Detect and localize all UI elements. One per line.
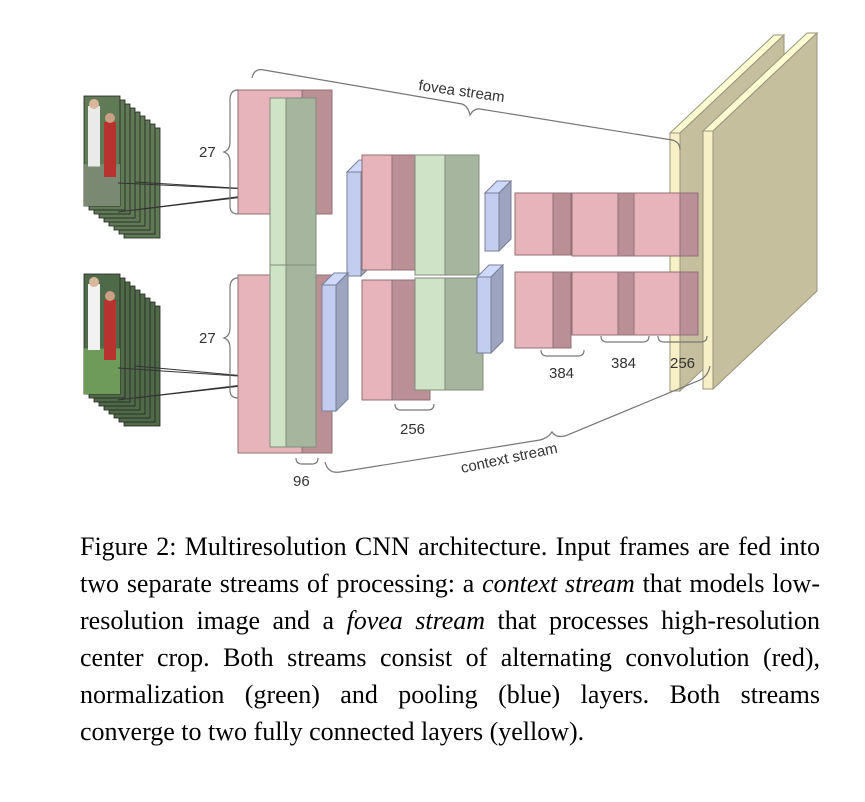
caption-text-2: that models low-resolution image and a xyxy=(80,569,820,635)
size-27-top-label: 27 xyxy=(199,144,216,161)
fovea-conv-3 xyxy=(514,192,572,256)
size-256-bottom-label: 256 xyxy=(400,421,425,438)
caption-text-3: that processes high-resolution center cr… xyxy=(80,606,820,746)
context-input-frames xyxy=(83,273,161,427)
context-pool-2 xyxy=(475,263,505,355)
fovea-input-front-frame xyxy=(83,95,121,207)
caption-fovea-term: fovea stream xyxy=(346,606,486,635)
brace-96 xyxy=(295,457,319,465)
brace-256-bottom xyxy=(394,403,435,411)
size-384-b-label: 384 xyxy=(611,355,636,372)
fovea-input-frames xyxy=(83,95,161,239)
caption-figure-label: Figure 2: xyxy=(80,532,177,561)
brace-384-a xyxy=(540,349,585,357)
context-pool-1 xyxy=(320,271,350,413)
context-input-front-frame xyxy=(83,273,121,395)
context-conv-5 xyxy=(633,271,699,336)
brace-27-top xyxy=(222,89,239,215)
context-norm-1 xyxy=(269,264,317,448)
fovea-conv-5 xyxy=(633,192,699,257)
context-conv-4 xyxy=(571,271,637,336)
brace-384-b xyxy=(600,335,650,343)
size-256-right-label: 256 xyxy=(670,355,695,372)
caption-context-term: context stream xyxy=(482,569,635,598)
fovea-stream-brace xyxy=(251,69,681,151)
fovea-norm-2 xyxy=(414,154,480,276)
context-norm-2 xyxy=(414,277,484,391)
fovea-stream-label: fovea stream xyxy=(417,77,505,106)
fovea-pool-2 xyxy=(483,179,513,253)
fovea-conv-4 xyxy=(571,192,637,257)
caption-text-1: Multiresolution CNN architecture. Input … xyxy=(80,532,820,598)
brace-27-bottom xyxy=(222,277,239,399)
context-conv-3 xyxy=(514,271,572,349)
size-27-bottom-label: 27 xyxy=(199,330,216,347)
fovea-norm-1 xyxy=(269,97,317,267)
figure-caption: Figure 2: Multiresolution CNN architectu… xyxy=(80,528,820,750)
architecture-diagram: fovea stream context stream 27 27 96 256… xyxy=(83,31,819,490)
layer-blocks xyxy=(237,31,819,454)
brace-256-right xyxy=(657,335,708,343)
size-384-a-label: 384 xyxy=(549,365,574,382)
size-96-label: 96 xyxy=(293,473,310,490)
context-stream-brace xyxy=(324,365,711,473)
fc-layer-2 xyxy=(701,31,819,391)
